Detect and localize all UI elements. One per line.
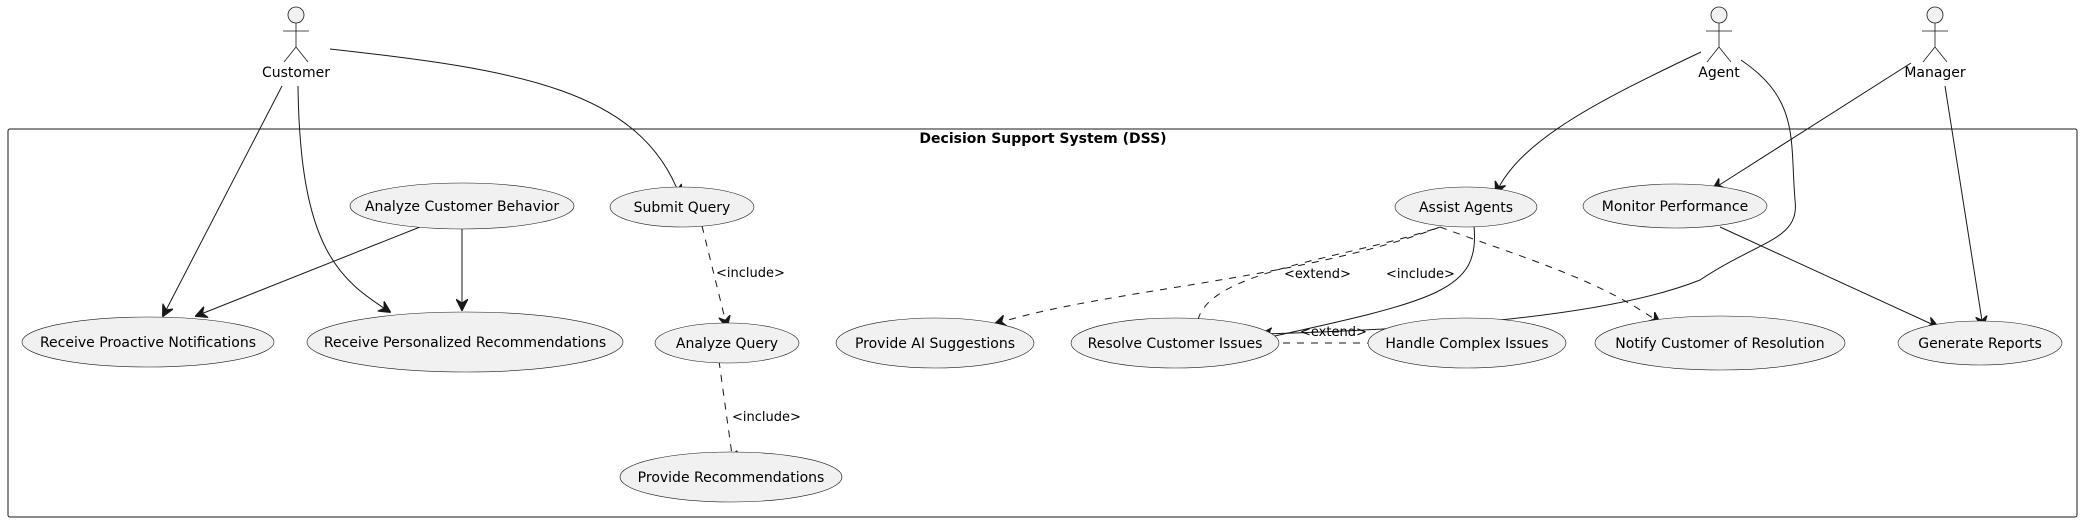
use-case-notify-customer-of-resolution[interactable]: Notify Customer of Resolution [1594, 315, 1846, 371]
associations [163, 48, 1983, 339]
use-case-analyze-customer-behavior[interactable]: Analyze Customer Behavior [349, 182, 575, 230]
actor-label: Manager [1904, 65, 1966, 81]
include-label: <include> [716, 266, 785, 281]
assoc-monitor-reports [1719, 226, 1938, 327]
assoc-assist-resolve [1261, 225, 1476, 339]
use-case-label: Generate Reports [1918, 336, 2042, 352]
assoc-behavior-notifications [196, 226, 421, 316]
actor-label: Agent [1698, 65, 1740, 81]
use-case-label: Assist Agents [1419, 200, 1513, 216]
use-case-receive-proactive-notifications[interactable]: Receive Proactive Notifications [21, 316, 275, 368]
stick-figure-icon [283, 6, 309, 63]
use-case-provide-recommendations[interactable]: Provide Recommendations [619, 451, 843, 503]
use-case-analyze-query[interactable]: Analyze Query [654, 322, 800, 364]
system-title: Decision Support System (DSS) [919, 131, 1166, 147]
assoc-customer-notifications [163, 85, 283, 316]
use-case-provide-ai-suggestions[interactable]: Provide AI Suggestions [835, 317, 1035, 369]
use-case-label: Provide Recommendations [638, 470, 825, 486]
stereotype-labels: <include> <include> <extend> <include> <… [716, 266, 1455, 425]
extend-label: <extend> [1300, 325, 1367, 340]
use-case-label: Monitor Performance [1602, 199, 1748, 215]
assoc-manager-monitor [1713, 62, 1912, 189]
use-case-assist-agents[interactable]: Assist Agents [1394, 186, 1538, 228]
dep-analyze-provide [718, 360, 733, 462]
use-case-label: Analyze Query [676, 336, 778, 352]
system-boundary: Decision Support System (DSS) [7, 128, 2078, 518]
dep-resolve-suggestions [995, 226, 1441, 324]
use-case-label: Submit Query [634, 200, 731, 216]
dep-submit-analyze [701, 225, 727, 327]
extend-label: <extend> [1284, 267, 1351, 282]
use-case-label: Analyze Customer Behavior [365, 199, 559, 215]
assoc-customer-submit [329, 48, 680, 196]
stick-figure-icon [1706, 6, 1732, 63]
use-case-label: Receive Proactive Notifications [40, 335, 256, 351]
use-case-monitor-performance[interactable]: Monitor Performance [1582, 183, 1768, 229]
use-case-label: Handle Complex Issues [1385, 336, 1548, 352]
actor-manager[interactable]: Manager [1904, 6, 1966, 81]
use-case-generate-reports[interactable]: Generate Reports [1897, 320, 2063, 366]
assoc-agent-assist [1496, 51, 1702, 193]
use-case-resolve-customer-issues[interactable]: Resolve Customer Issues [1070, 317, 1280, 369]
assoc-customer-personalized [297, 85, 390, 312]
use-case-receive-personalized-recommendations[interactable]: Receive Personalized Recommendations [306, 311, 624, 373]
use-case-label: Provide AI Suggestions [855, 336, 1015, 352]
use-case-submit-query[interactable]: Submit Query [609, 186, 755, 228]
use-case-label: Notify Customer of Resolution [1615, 336, 1824, 352]
actor-label: Customer [262, 65, 330, 81]
assoc-manager-reports [1944, 85, 1983, 327]
actor-agent[interactable]: Agent [1698, 6, 1740, 81]
include-label: <include> [732, 410, 801, 425]
actor-customer[interactable]: Customer [262, 6, 330, 81]
use-case-label: Resolve Customer Issues [1088, 336, 1263, 352]
dep-assist-notify [1439, 226, 1660, 323]
include-label: <include> [1386, 267, 1455, 282]
stick-figure-icon [1922, 6, 1948, 63]
use-case-label: Receive Personalized Recommendations [324, 335, 606, 351]
use-case-handle-complex-issues[interactable]: Handle Complex Issues [1367, 317, 1567, 369]
